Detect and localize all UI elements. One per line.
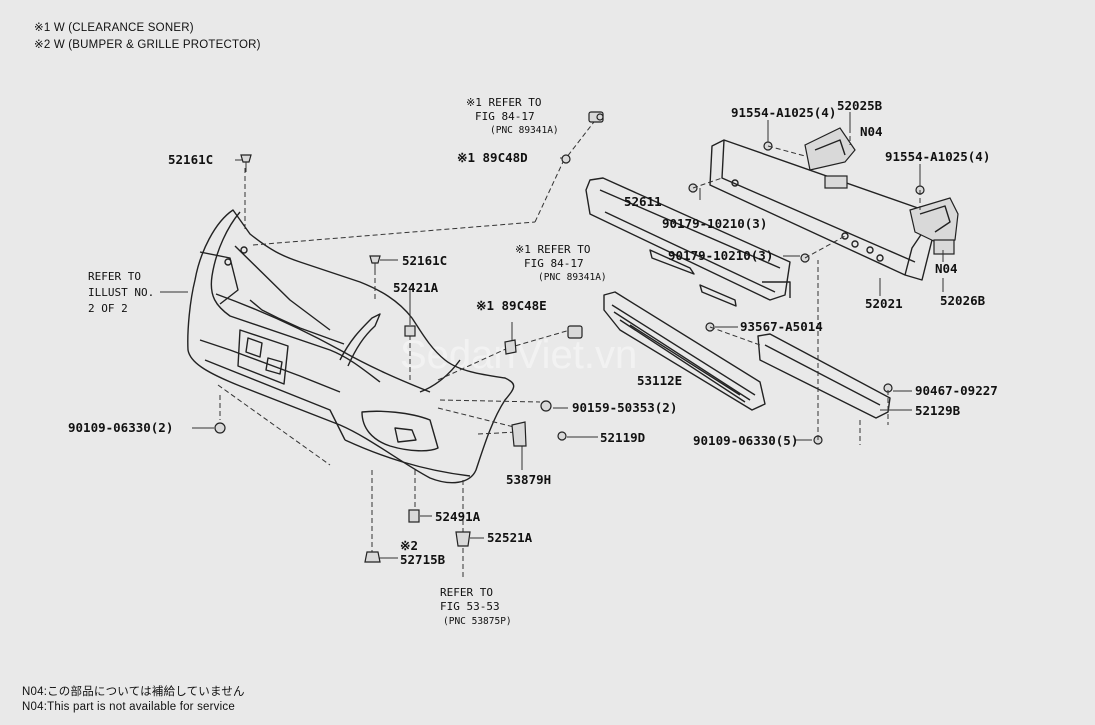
clip-89C48E: [504, 339, 517, 355]
refer-53-53[interactable]: REFER TO FIG 53-53 (PNC 53875P): [440, 586, 512, 627]
refer-84-17-mid[interactable]: ※1 REFER TO FIG 84-17 (PNC 89341A): [515, 243, 607, 283]
label-90109-right[interactable]: 90109-06330(5): [693, 433, 798, 448]
label-90179-a[interactable]: 90179-10210(3): [662, 216, 767, 231]
bumper-hardware: [214, 111, 604, 563]
bumper-cover: [187, 209, 515, 484]
note-bumper-protector: ※2 W (BUMPER & GRILLE PROTECTOR): [34, 39, 261, 51]
clip-52521A: [455, 531, 471, 547]
refer-illust-line2: ILLUST NO.: [88, 286, 154, 299]
retainer-52421A: [404, 325, 416, 337]
label-52129B[interactable]: 52129B: [915, 403, 961, 418]
note-n04-english: N04:This part is not available for servi…: [22, 701, 235, 713]
bracket-53879H: [511, 421, 527, 447]
refer-84-17-top-line2: FIG 84-17: [475, 110, 535, 123]
refer-53-53-line3: (PNC 53875P): [443, 616, 512, 627]
label-91554-right[interactable]: 91554-A1025(4): [885, 149, 990, 164]
label-52491A[interactable]: 52491A: [435, 509, 481, 524]
label-52611[interactable]: 52611: [624, 194, 662, 209]
sensor-89C48D: [561, 154, 571, 164]
label-52026B[interactable]: 52026B: [940, 293, 986, 308]
brackets-52025B-52026B: [688, 127, 959, 263]
label-89C48E[interactable]: ※1 89C48E: [476, 298, 547, 313]
energy-absorber-52611: [585, 177, 791, 307]
label-90159[interactable]: 90159-50353(2): [572, 400, 677, 415]
screw-52119D: [557, 431, 567, 441]
refer-84-17-mid-line3: (PNC 89341A): [538, 272, 607, 283]
label-52025B[interactable]: 52025B: [837, 98, 883, 113]
bracket-52129B: [705, 322, 893, 445]
label-52161C-mid[interactable]: 52161C: [402, 253, 447, 268]
label-90467[interactable]: 90467-09227: [915, 383, 998, 398]
refer-53-53-line2: FIG 53-53: [440, 600, 500, 613]
label-90109-left[interactable]: 90109-06330(2): [68, 420, 173, 435]
watermark: SedanViet.vn: [400, 333, 637, 377]
refer-illust-line1: REFER TO: [88, 270, 141, 283]
refer-84-17-mid-line1: ※1 REFER TO: [515, 243, 590, 256]
label-N04-top[interactable]: N04: [860, 124, 883, 139]
grille-53112E: [603, 291, 766, 411]
refer-illust-block: REFER TO ILLUST NO. 2 OF 2: [88, 270, 154, 315]
bolt-90109-left: [214, 422, 226, 434]
label-53112E[interactable]: 53112E: [637, 373, 682, 388]
label-93567[interactable]: 93567-A5014: [740, 319, 823, 334]
label-52421A[interactable]: 52421A: [393, 280, 439, 295]
bumper-reinforcement-52021: [709, 139, 936, 281]
label-52715B[interactable]: 52715B: [400, 552, 446, 567]
note-n04-japanese: N04:この部品については補給していません: [22, 686, 245, 698]
refer-84-17-mid-line2: FIG 84-17: [524, 257, 584, 270]
label-52021[interactable]: 52021: [865, 296, 903, 311]
right-leaders: [692, 112, 944, 445]
label-91554-top[interactable]: 91554-A1025(4): [731, 105, 836, 120]
clip-52161C-mid: [369, 255, 381, 270]
label-52119D[interactable]: 52119D: [600, 430, 645, 445]
label-53879H[interactable]: 53879H: [506, 472, 551, 487]
label-52715B-mark: ※2: [400, 538, 418, 553]
refer-53-53-line1: REFER TO: [440, 586, 493, 599]
label-52161C-top[interactable]: 52161C: [168, 152, 213, 167]
refer-84-17-top-line3: (PNC 89341A): [490, 125, 559, 136]
label-89C48D[interactable]: ※1 89C48D: [457, 150, 528, 165]
clip-52161C-top: [240, 154, 252, 172]
refer-84-17-top[interactable]: ※1 REFER TO FIG 84-17 (PNC 89341A): [466, 96, 559, 136]
clip-52491A: [408, 509, 420, 523]
label-90179-b[interactable]: 90179-10210(3): [668, 248, 773, 263]
sensor-89341A-top: [588, 111, 604, 123]
label-N04-right[interactable]: N04: [935, 261, 958, 276]
refer-illust-line3: 2 OF 2: [88, 302, 128, 315]
refer-84-17-top-line1: ※1 REFER TO: [466, 96, 541, 109]
clip-52715B: [364, 551, 381, 563]
label-52521A[interactable]: 52521A: [487, 530, 533, 545]
note-clearance-sonar: ※1 W (CLEARANCE SONER): [34, 22, 194, 34]
sensor-89341A-mid: [567, 325, 583, 339]
screw-90159: [540, 400, 552, 412]
